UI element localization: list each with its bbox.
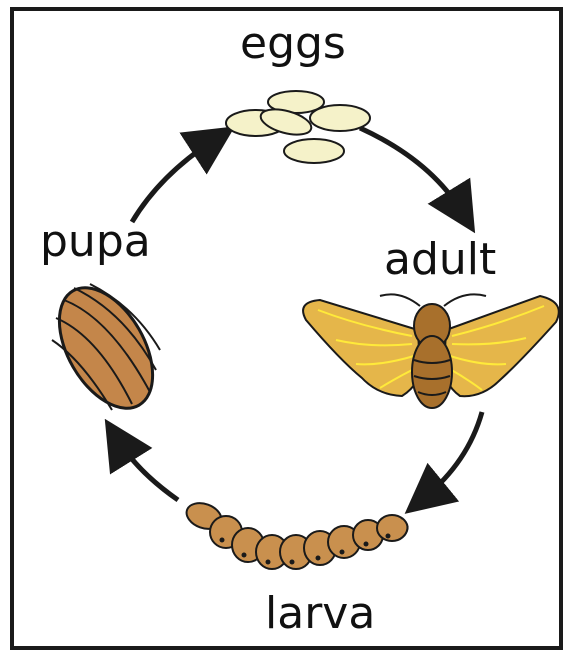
moth-illustration <box>303 294 559 408</box>
label-eggs: eggs <box>240 22 346 66</box>
label-pupa: pupa <box>40 220 151 264</box>
label-adult: adult <box>384 238 496 282</box>
larva-illustration <box>183 499 408 569</box>
arrow-adult-to-larva <box>424 412 482 498</box>
arrow-pupa-to-eggs <box>132 140 214 222</box>
label-larva: larva <box>265 592 375 636</box>
arrow-larva-to-pupa <box>118 440 178 500</box>
arrow-eggs-to-adult <box>360 128 462 212</box>
pupa-illustration <box>40 272 172 424</box>
eggs-illustration <box>226 91 370 163</box>
